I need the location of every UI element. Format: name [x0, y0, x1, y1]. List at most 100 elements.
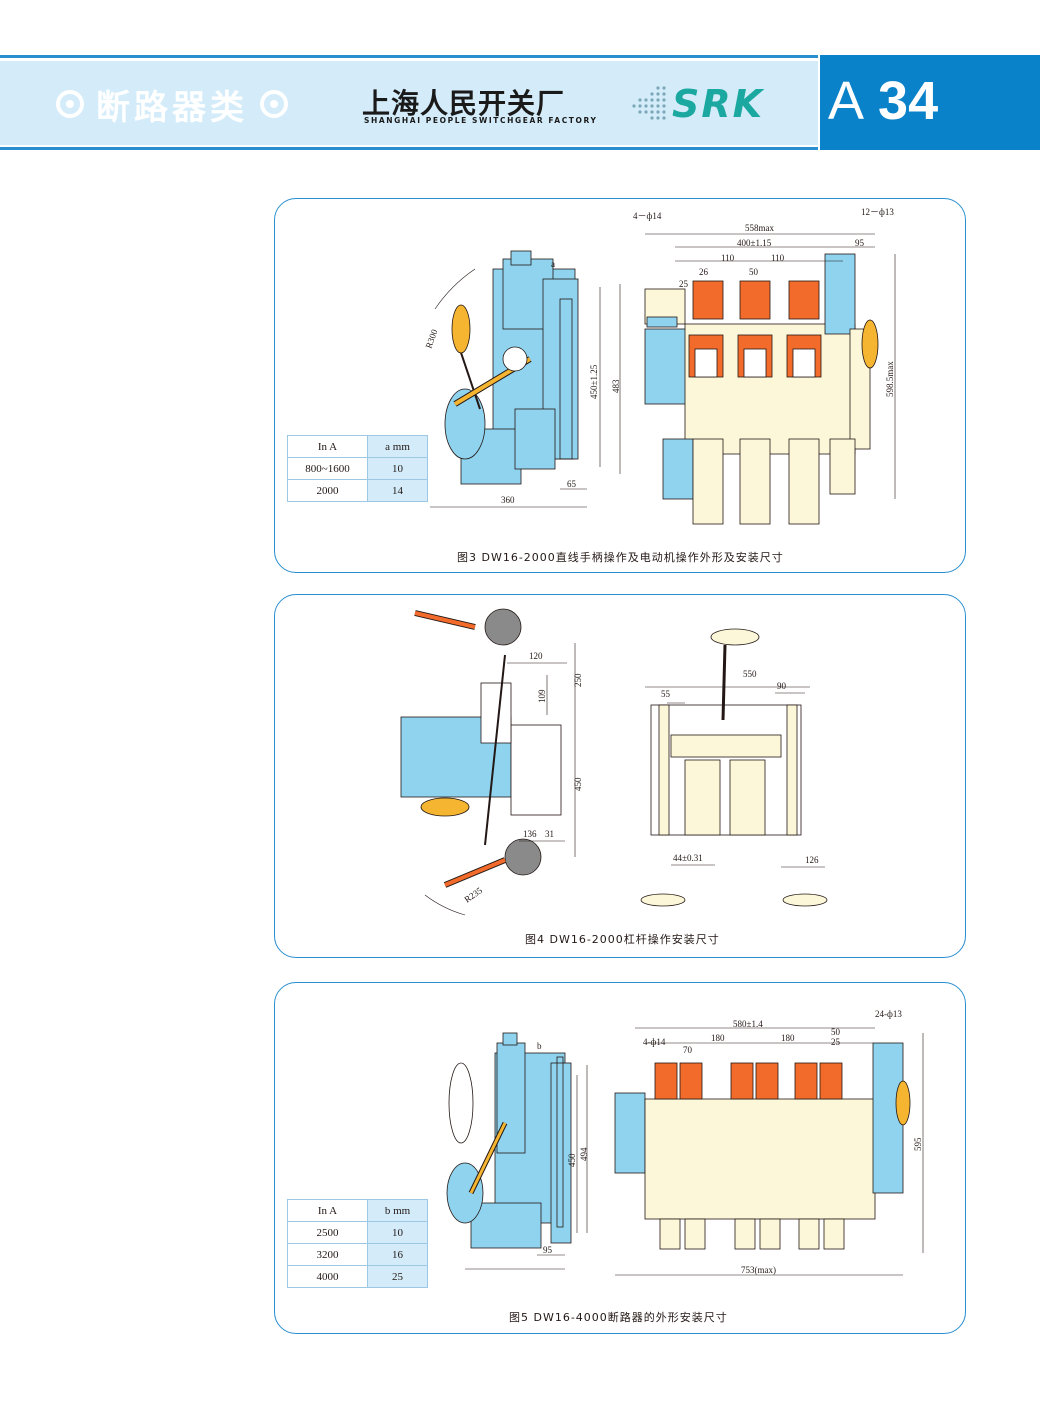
dim-label: 4－ф14 — [633, 211, 662, 221]
header-top-rule — [0, 55, 818, 58]
dim-label: 31 — [545, 829, 554, 839]
table-header-cell: In A — [287, 1199, 368, 1222]
dim-label: 360 — [501, 495, 515, 505]
dim-label: 25 — [831, 1037, 841, 1047]
lever-front-view — [640, 628, 828, 907]
dim-label: 558max — [745, 223, 774, 233]
dim-label: 26 — [699, 267, 709, 277]
dim-label: 50 — [831, 1027, 841, 1037]
figure-caption: 图3 DW16-2000直线手柄操作及电动机操作外形及安装尺寸 — [457, 551, 784, 564]
dimension-lines — [424, 643, 825, 916]
table-row: 4000 25 — [287, 1265, 428, 1288]
page-number-value: 34 — [878, 71, 939, 131]
table-header-row: In A a mm — [287, 435, 428, 458]
dimension-lines — [430, 233, 896, 508]
dim-label: 450 — [573, 777, 583, 791]
current-dimension-table: In A b mm 2500 10 3200 16 4000 25 — [287, 1199, 428, 1288]
bullet-ring-icon — [56, 90, 84, 118]
table-cell: 800~1600 — [287, 457, 368, 480]
table-header-cell: In A — [287, 435, 368, 458]
dim-label: 580±1.4 — [733, 1019, 763, 1029]
table-cell: 3200 — [287, 1243, 368, 1266]
dim-label: 250 — [573, 673, 583, 687]
dim-label: 70 — [683, 1045, 693, 1055]
table-row: 800~1600 10 — [287, 457, 428, 480]
page-number: A 34 — [828, 70, 938, 132]
table-header-row: In A b mm — [287, 1199, 428, 1222]
dim-label: 120 — [529, 651, 543, 661]
current-dimension-table: In A a mm 800~1600 10 2000 14 — [287, 435, 428, 502]
front-view-drawing — [644, 253, 879, 525]
dim-label: 180 — [781, 1033, 795, 1043]
dim-label: 450±1.25 — [589, 364, 599, 399]
dim-label: 12－ф13 — [861, 207, 894, 217]
header-band — [0, 61, 818, 145]
dim-label: 44±0.31 — [673, 853, 703, 863]
figure-panel-4: 120 109 250 450 136 31 R235 550 55 90 44… — [274, 594, 966, 958]
dim-label: 400±1.15 — [737, 238, 772, 248]
dimension-lines — [465, 1027, 924, 1276]
dim-label: 450 — [567, 1153, 577, 1167]
dot-pattern-icon — [632, 86, 666, 120]
front-view-drawing — [614, 1042, 911, 1250]
dim-label: 598.5max — [885, 361, 895, 397]
figure-caption: 图4 DW16-2000杠杆操作安装尺寸 — [525, 933, 720, 946]
figure-caption: 图5 DW16-4000断路器的外形安装尺寸 — [509, 1311, 728, 1324]
dimension-labels: 24-ф13 580±1.4 4-ф14 180 180 50 25 70 b … — [537, 1009, 923, 1275]
dim-label: 50 — [749, 267, 759, 277]
srk-logo: SRK — [672, 82, 765, 126]
dim-label: 753(max) — [741, 1265, 776, 1275]
dim-label: 126 — [805, 855, 819, 865]
dim-label: 110 — [771, 253, 785, 263]
figure-5-drawing: 24-ф13 580±1.4 4-ф14 180 180 50 25 70 b … — [446, 1009, 924, 1276]
dim-label: 90 — [777, 681, 787, 691]
page-number-box — [820, 55, 1040, 150]
side-view-drawing — [446, 1032, 572, 1249]
dim-label: 4-ф14 — [643, 1037, 666, 1047]
category-label: 断路器类 — [44, 78, 300, 130]
category-text: 断路器类 — [96, 87, 248, 128]
dim-label: 483 — [611, 379, 621, 393]
dim-label: R300 — [423, 327, 439, 349]
table-cell: 10 — [367, 457, 428, 480]
table-cell: 2500 — [287, 1221, 368, 1244]
figure-4-drawing: 120 109 250 450 136 31 R235 550 55 90 44… — [400, 608, 828, 916]
bullet-ring-icon — [260, 90, 288, 118]
table-cell: 10 — [367, 1221, 428, 1244]
figure-panel-3: 4－ф14 12－ф13 558max 400±1.15 95 110 110 … — [274, 198, 966, 573]
dim-label: 65 — [567, 479, 577, 489]
dim-label: a — [551, 259, 555, 269]
dim-label: R235 — [462, 885, 484, 905]
table-cell: 2000 — [287, 479, 368, 502]
dim-label: 25 — [679, 279, 689, 289]
dim-label: 550 — [743, 669, 757, 679]
company-name-en: SHANGHAI PEOPLE SWITCHGEAR FACTORY — [364, 116, 598, 125]
table-cell: 14 — [367, 479, 428, 502]
dim-label: 95 — [543, 1245, 553, 1255]
side-view-drawing — [444, 250, 579, 485]
section-letter: A — [828, 71, 865, 131]
table-cell: 16 — [367, 1243, 428, 1266]
dim-label: 109 — [537, 689, 547, 703]
dim-label: 494 — [579, 1147, 589, 1161]
table-cell: 25 — [367, 1265, 428, 1288]
dim-label: 595 — [913, 1137, 923, 1151]
header-bottom-rule — [0, 147, 818, 150]
dim-label: 180 — [711, 1033, 725, 1043]
dim-label: 95 — [855, 238, 865, 248]
company-name-cn: 上海人民开关厂 — [362, 87, 566, 120]
table-cell: 4000 — [287, 1265, 368, 1288]
dim-label: b — [537, 1041, 542, 1051]
dimension-labels: 120 109 250 450 136 31 R235 550 55 90 44… — [462, 651, 819, 905]
dim-label: 24-ф13 — [875, 1009, 902, 1019]
figure-3-drawing: 4－ф14 12－ф13 558max 400±1.15 95 110 110 … — [423, 207, 896, 525]
table-header-cell: b mm — [367, 1199, 428, 1222]
dim-label: 136 — [523, 829, 537, 839]
table-row: 2000 14 — [287, 479, 428, 502]
dim-label: 55 — [661, 689, 671, 699]
table-header-cell: a mm — [367, 435, 428, 458]
table-row: 3200 16 — [287, 1243, 428, 1266]
table-row: 2500 10 — [287, 1221, 428, 1244]
lever-side-view — [400, 608, 562, 888]
dim-label: 110 — [721, 253, 735, 263]
